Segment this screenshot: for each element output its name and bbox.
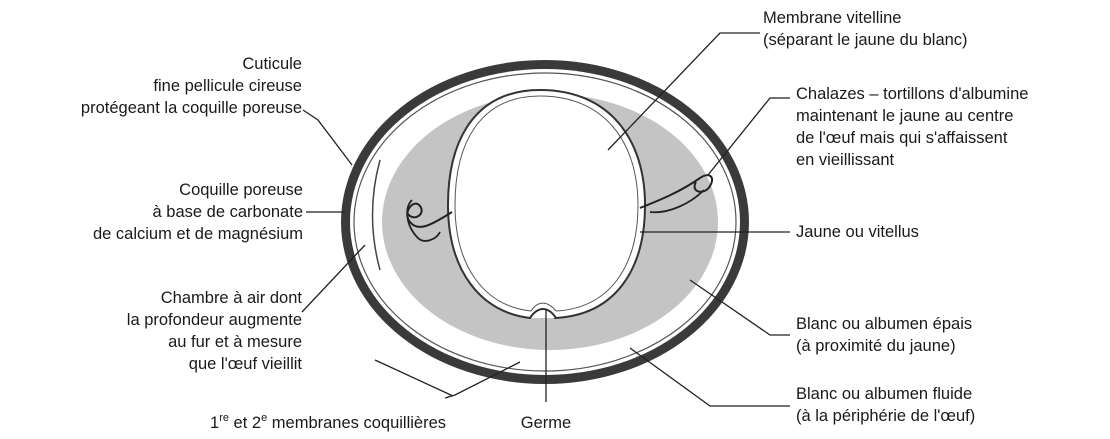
label-cuticule-line-3: protégeant la coquille poreuse xyxy=(0,97,302,119)
membranes-num-1: 1 xyxy=(210,414,219,432)
label-membrane-vitelline-line-1: Membrane vitelline xyxy=(763,7,968,29)
label-germe: Germe xyxy=(506,412,586,434)
label-blanc-fluide: Blanc ou albumen fluide (à la périphérie… xyxy=(796,383,975,427)
label-chambre-air-line-2: la profondeur augmente xyxy=(0,309,302,331)
membranes-sup-1: re xyxy=(219,412,229,424)
label-chambre-air-line-4: que l'œuf vieillit xyxy=(0,353,302,375)
leader-cuticule xyxy=(303,110,352,165)
membranes-mid: et 2 xyxy=(229,414,261,432)
membranes-rest: membranes coquillières xyxy=(267,414,446,432)
label-membrane-vitelline: Membrane vitelline (séparant le jaune du… xyxy=(763,7,968,51)
label-chalazes-line-3: de l'œuf mais qui s'affaissent xyxy=(796,127,1028,149)
label-cuticule: Cuticule fine pellicule cireuse protégea… xyxy=(0,53,302,119)
label-coquille-line-3: de calcium et de magnésium xyxy=(0,223,303,245)
label-chambre-air: Chambre à air dont la profondeur augment… xyxy=(0,287,302,375)
label-coquille: Coquille poreuse à base de carbonate de … xyxy=(0,179,303,245)
label-membrane-vitelline-line-2: (séparant le jaune du blanc) xyxy=(763,29,968,51)
label-coquille-line-1: Coquille poreuse xyxy=(0,179,303,201)
label-chalazes: Chalazes – tortillons d'albumine mainten… xyxy=(796,83,1028,171)
membranes-sup-2: e xyxy=(261,412,267,424)
label-blanc-epais-line-1: Blanc ou albumen épais xyxy=(796,313,972,335)
label-chambre-air-line-3: au fur et à mesure xyxy=(0,331,302,353)
label-chalazes-line-2: maintenant le jaune au centre xyxy=(796,105,1028,127)
label-blanc-epais-line-2: (à proximité du jaune) xyxy=(796,335,972,357)
label-blanc-fluide-line-2: (à la périphérie de l'œuf) xyxy=(796,405,975,427)
label-chalazes-line-4: en vieillissant xyxy=(796,149,1028,171)
label-jaune: Jaune ou vitellus xyxy=(796,221,919,243)
label-chambre-air-line-1: Chambre à air dont xyxy=(0,287,302,309)
label-cuticule-line-1: Cuticule xyxy=(0,53,302,75)
label-chalazes-line-1: Chalazes – tortillons d'albumine xyxy=(796,83,1028,105)
label-coquille-line-2: à base de carbonate xyxy=(0,201,303,223)
leader-membranes-2 xyxy=(375,360,453,396)
label-cuticule-line-2: fine pellicule cireuse xyxy=(0,75,302,97)
label-jaune-text: Jaune ou vitellus xyxy=(796,223,919,241)
label-blanc-epais: Blanc ou albumen épais (à proximité du j… xyxy=(796,313,972,357)
label-germe-text: Germe xyxy=(521,414,571,432)
label-blanc-fluide-line-1: Blanc ou albumen fluide xyxy=(796,383,975,405)
label-membranes-coquillieres: 1re et 2e membranes coquillières xyxy=(210,412,446,434)
